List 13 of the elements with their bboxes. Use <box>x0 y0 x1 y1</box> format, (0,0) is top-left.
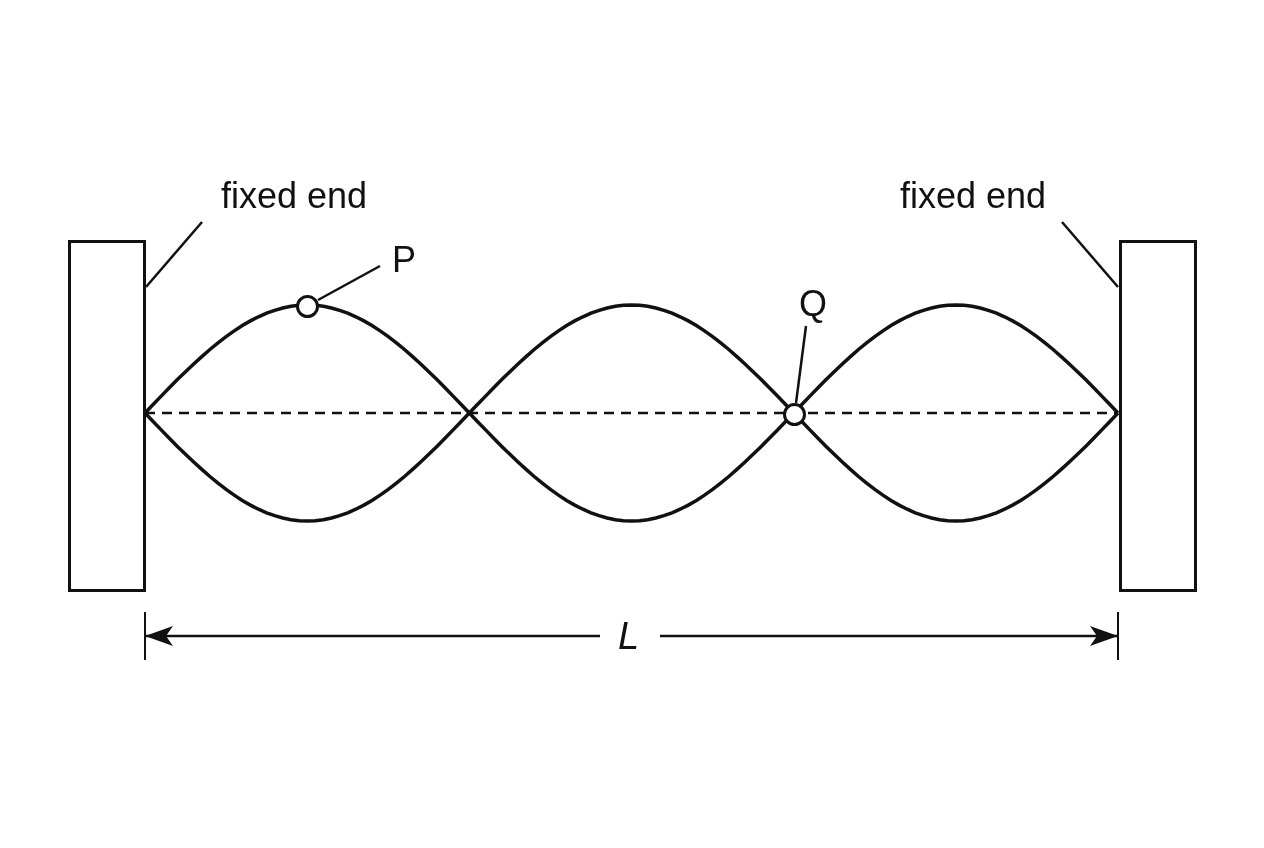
point-marker <box>783 403 806 426</box>
leader-line <box>794 325 808 404</box>
leader-line <box>145 221 203 288</box>
node-label: fixed end <box>884 176 1062 218</box>
node-label: Q <box>795 284 831 326</box>
node-label: fixed end <box>205 176 383 218</box>
node-label: P <box>386 240 422 282</box>
dimension-label: L <box>618 616 640 656</box>
point-marker <box>296 295 319 318</box>
fixed-wall <box>68 240 146 592</box>
leader-line <box>1061 221 1119 288</box>
fixed-wall <box>1119 240 1197 592</box>
leader-line <box>317 264 381 302</box>
